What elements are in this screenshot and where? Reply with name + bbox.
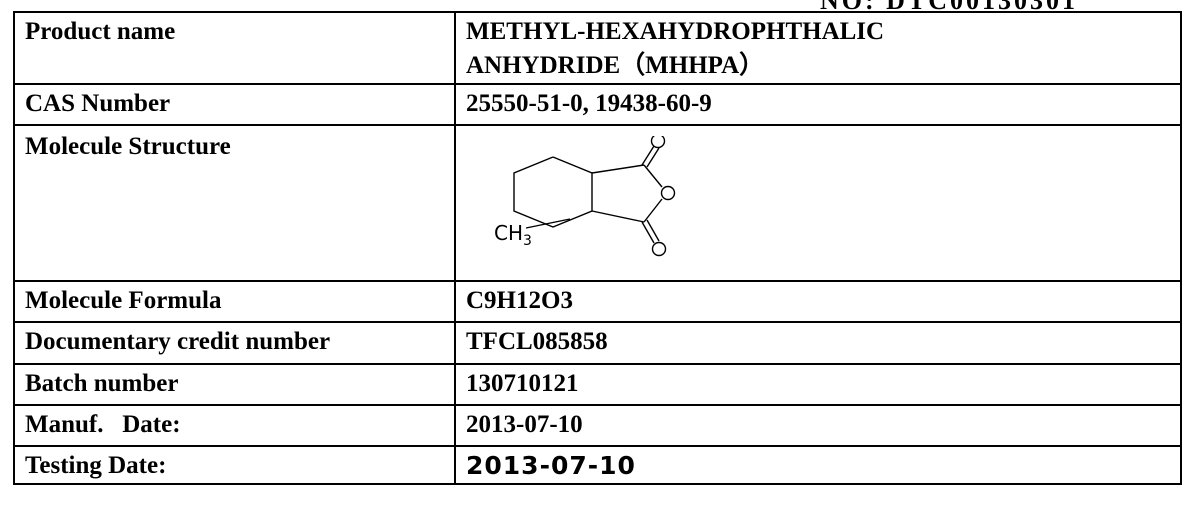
label-molecule-formula: Molecule Formula xyxy=(13,280,456,323)
table-row-product-name: Product name METHYL-HEXAHYDROPHTHALIC AN… xyxy=(13,11,1182,85)
label-testing-date: Testing Date: xyxy=(13,445,456,485)
value-cas-number: 25550-51-0, 19438-60-9 xyxy=(454,83,1182,126)
table-row-molecule-structure: Molecule Structure xyxy=(13,124,1182,282)
value-product-name: METHYL-HEXAHYDROPHTHALIC ANHYDRIDE（MHHPA… xyxy=(454,11,1182,85)
value-molecule-structure: CH3 xyxy=(454,124,1182,282)
table-row-documentary-credit-number: Documentary credit number TFCL085858 xyxy=(13,321,1182,365)
label-documentary-credit-number: Documentary credit number xyxy=(13,321,456,365)
product-spec-table: Product name METHYL-HEXAHYDROPHTHALIC AN… xyxy=(13,11,1182,485)
table-row-batch-number: Batch number 130710121 xyxy=(13,363,1182,406)
label-manufacture-date: Manuf. Date: xyxy=(13,404,456,447)
value-batch-number: 130710121 xyxy=(454,363,1182,406)
table-row-manufacture-date: Manuf. Date: 2013-07-10 xyxy=(13,404,1182,447)
value-molecule-formula: C9H12O3 xyxy=(454,280,1182,323)
methyl-group-label: CH3 xyxy=(494,221,532,249)
molecule-structure-icon xyxy=(513,136,676,257)
value-manufacture-date: 2013-07-10 xyxy=(454,404,1182,447)
value-documentary-credit-number: TFCL085858 xyxy=(454,321,1182,365)
label-batch-number: Batch number xyxy=(13,363,456,406)
table-row-testing-date: Testing Date: 2013-07-10 xyxy=(13,445,1182,485)
label-molecule-structure: Molecule Structure xyxy=(13,124,456,282)
value-testing-date: 2013-07-10 xyxy=(454,445,1182,485)
methyl-subscript: 3 xyxy=(523,233,532,249)
molecule-structure-drawing: CH3 xyxy=(466,130,1180,280)
label-product-name: Product name xyxy=(13,11,456,85)
product-name-line-1: METHYL-HEXAHYDROPHTHALIC xyxy=(466,18,885,45)
table-row-molecule-formula: Molecule Formula C9H12O3 xyxy=(13,280,1182,323)
table-row-cas-number: CAS Number 25550-51-0, 19438-60-9 xyxy=(13,83,1182,126)
label-cas-number: CAS Number xyxy=(13,83,456,126)
product-name-line-2: ANHYDRIDE（MHHPA） xyxy=(466,52,765,79)
